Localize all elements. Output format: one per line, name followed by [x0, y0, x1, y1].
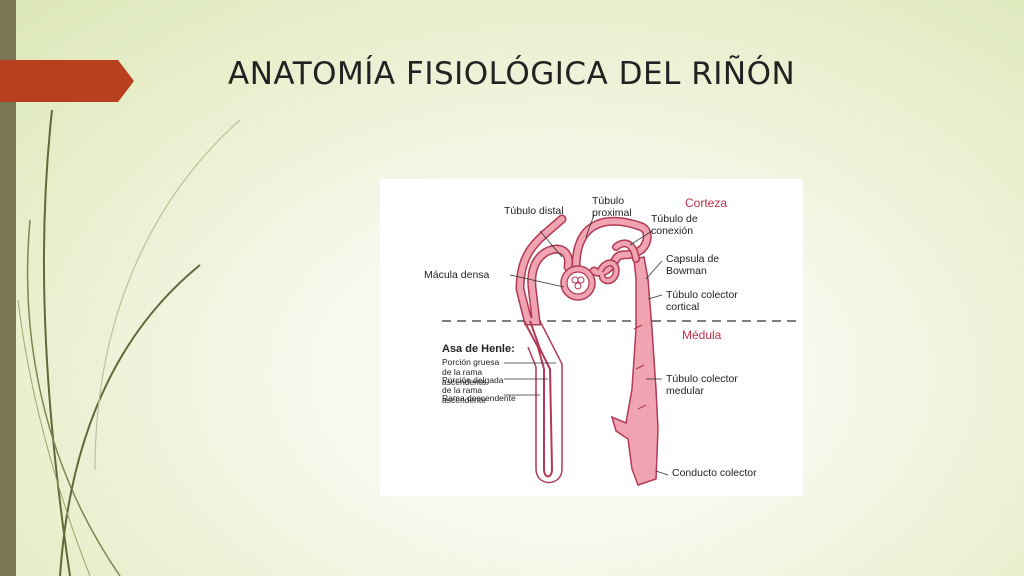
label-connecting-tubule: Túbulo de conexión: [651, 213, 698, 237]
label-distal-tubule: Túbulo distal: [504, 205, 564, 217]
label-medullary-collecting: Túbulo colector medular: [666, 373, 738, 397]
label-henle-descending: Rama descendente: [442, 393, 516, 403]
decorative-curves: [17, 109, 241, 576]
nephron-diagram: Túbulo distal Túbulo proximal Corteza Tú…: [380, 179, 803, 496]
title-arrow-shape: [0, 60, 134, 102]
label-medulla: Médula: [682, 328, 722, 342]
label-henle-thin: Porción delgada de la rama ascendente: [442, 375, 504, 405]
label-henle-thick: Porción gruesa de la rama ascendente: [442, 357, 500, 387]
label-macula-densa: Mácula densa: [424, 269, 490, 281]
label-cortical-collecting: Túbulo colector cortical: [666, 289, 738, 313]
slide-title: ANATOMÍA FISIOLÓGICA DEL RIÑÓN: [228, 56, 796, 92]
label-proximal-tubule: Túbulo proximal: [592, 195, 632, 219]
label-henle-title: Asa de Henle:: [442, 343, 515, 355]
loop-of-henle-shape: [523, 320, 554, 478]
label-cortex: Corteza: [685, 196, 728, 210]
label-collecting-duct: Conducto colector: [672, 467, 757, 479]
label-bowman-capsule: Capsula de Bowman: [666, 253, 720, 277]
collecting-duct-shape: [610, 256, 659, 486]
left-accent-bar: [0, 0, 16, 576]
